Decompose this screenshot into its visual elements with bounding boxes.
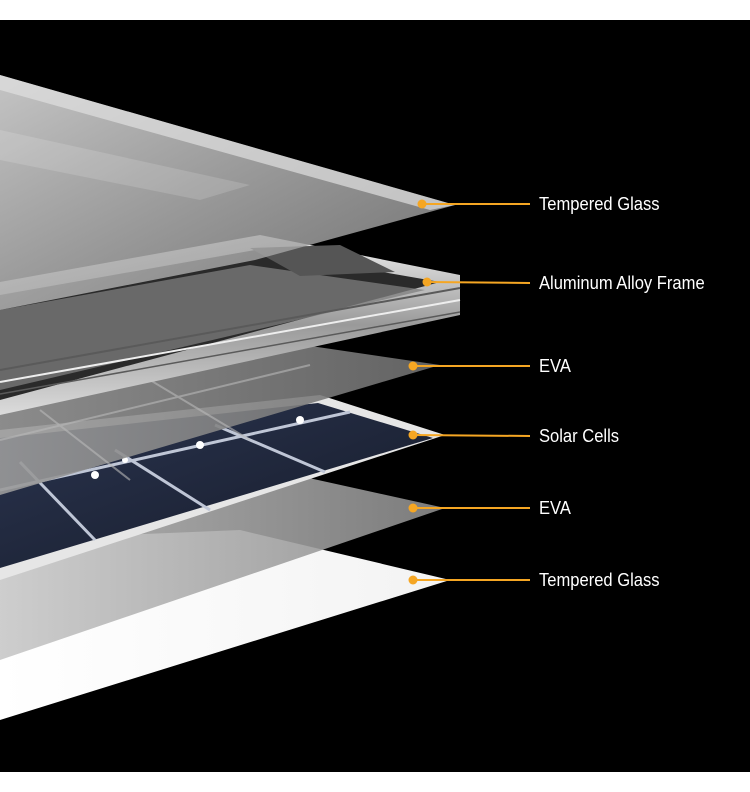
layer-label-5: EVA	[539, 498, 571, 518]
callout-dot-5	[408, 503, 418, 513]
callouts	[408, 199, 531, 585]
callout-dot-6	[408, 575, 418, 585]
aluminum-frame-layer	[0, 235, 461, 415]
callout-dot-2	[422, 277, 432, 287]
layer-label-6: Tempered Glass	[539, 570, 660, 590]
callout-dot-3	[408, 361, 418, 371]
layer-illustration	[0, 75, 531, 720]
callout-line-2	[426, 281, 531, 284]
layer-label-4: Solar Cells	[539, 426, 620, 446]
callout-dot-4	[408, 430, 418, 440]
top-glass-layer	[0, 75, 455, 310]
layer-label-2: Aluminum Alloy Frame	[539, 273, 705, 293]
layer-label-1: Tempered Glass	[539, 194, 660, 214]
callout-line-4	[412, 434, 531, 437]
layer-label-3: EVA	[539, 356, 571, 376]
callout-dot-1	[417, 199, 427, 209]
